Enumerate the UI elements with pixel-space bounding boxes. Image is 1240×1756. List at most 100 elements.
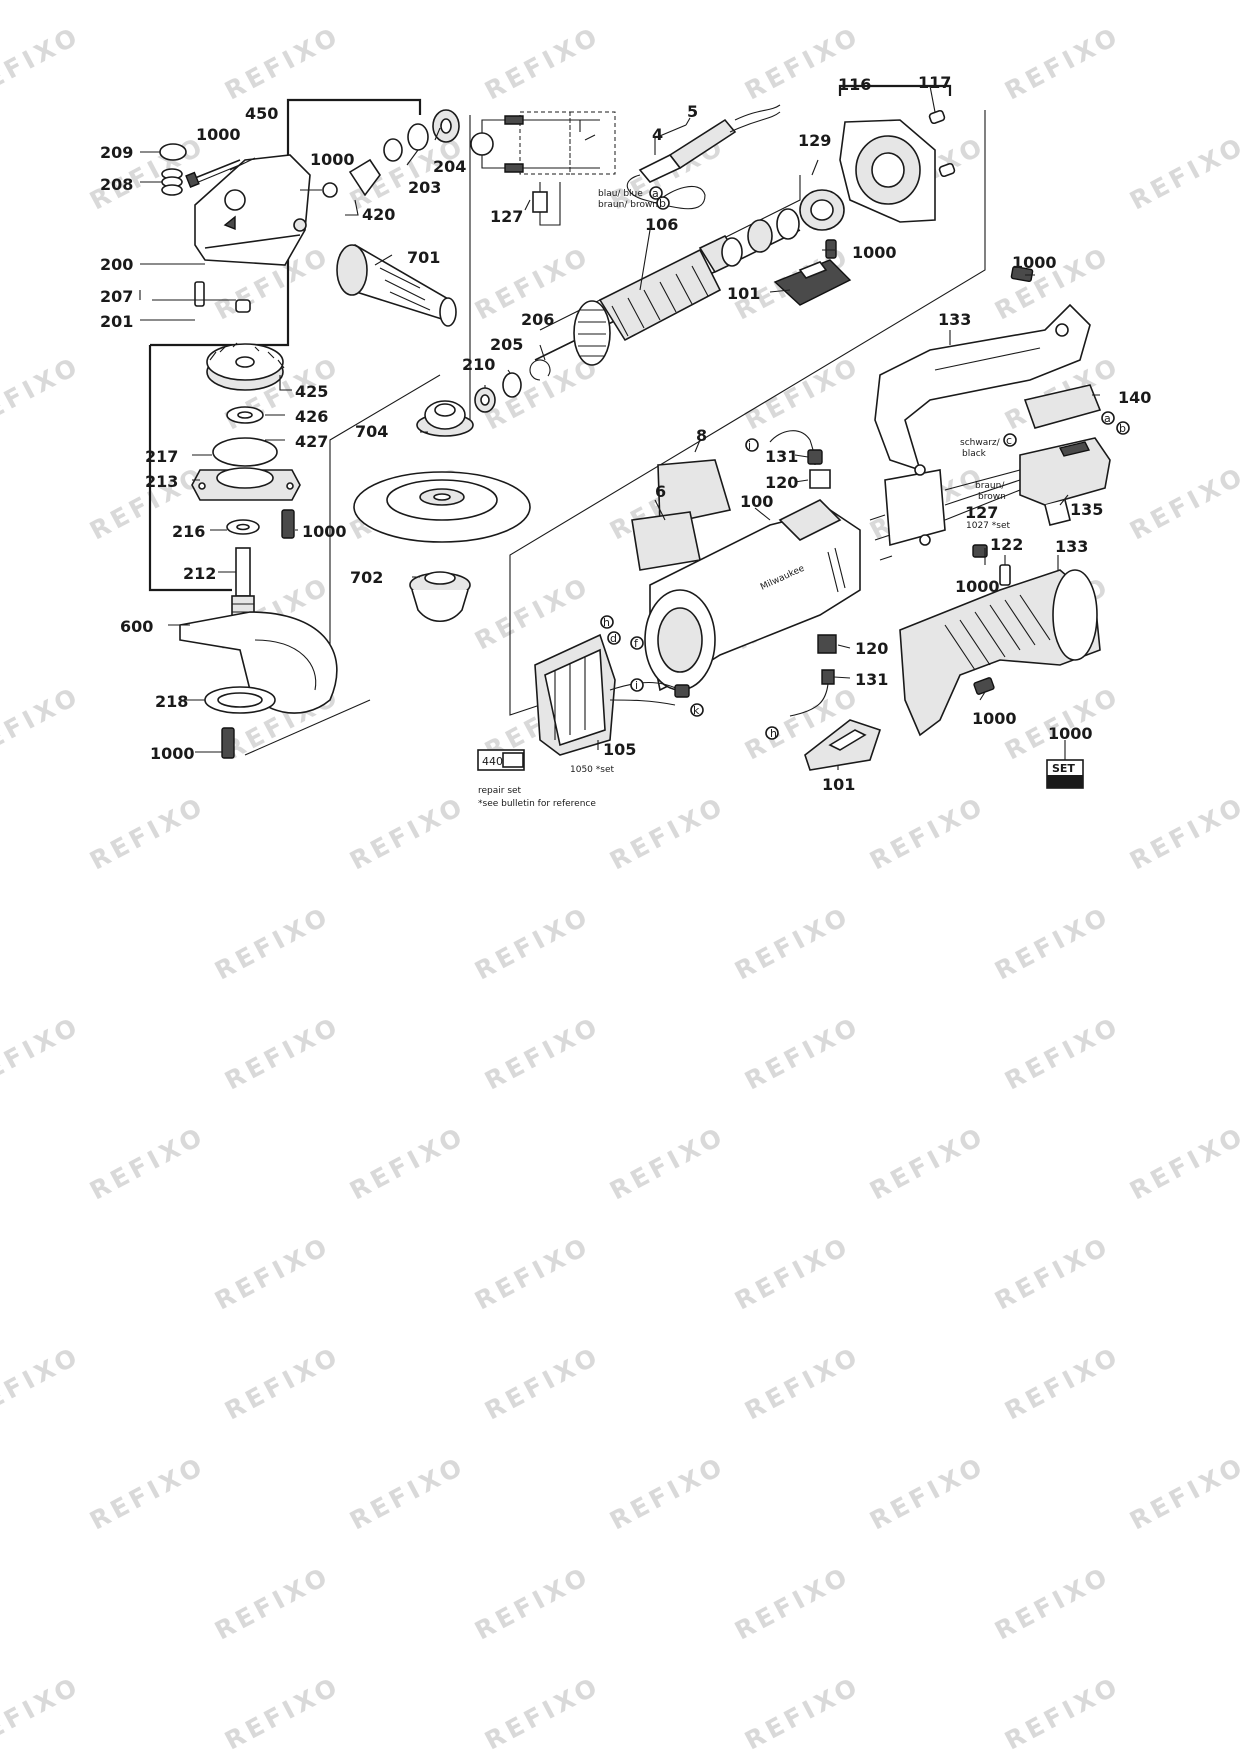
- screw-1000-handle: [1010, 265, 1034, 283]
- bearing-shaft-b: [747, 219, 773, 253]
- nut-1000: [322, 182, 338, 198]
- washer-205: [502, 372, 522, 398]
- set-box-label: SET: [1052, 762, 1075, 775]
- callout-131: 131: [765, 447, 798, 466]
- callout-122: 122: [990, 535, 1023, 554]
- pin-122: [999, 564, 1011, 586]
- ring-203: [407, 123, 429, 151]
- set-box: [1046, 759, 1084, 789]
- letter-d-field: d: [610, 632, 617, 645]
- connector-letters: a b i h d f i k c h a b: [600, 186, 1130, 740]
- rear-handle-133-bottom: [899, 569, 1101, 737]
- callout-1000: 1000: [310, 150, 355, 169]
- callout-127: 127: [965, 503, 998, 522]
- label-6: [631, 511, 701, 571]
- letter-f-field: f: [634, 637, 639, 650]
- callout-600: 600: [120, 617, 153, 636]
- note-repair-set: repair set: [478, 786, 522, 796]
- ring-203a: [383, 138, 403, 162]
- letter-h-field: h: [603, 616, 610, 629]
- callout-133: 133: [938, 310, 971, 329]
- callout-427: 427: [295, 432, 328, 451]
- plug-131-lower: [821, 669, 835, 685]
- letter-k-field: k: [693, 704, 700, 717]
- pinion-420: [348, 158, 381, 197]
- callout-206: 206: [521, 310, 554, 329]
- callout-217: 217: [145, 447, 178, 466]
- callout-135: 135: [1070, 500, 1103, 519]
- leader-lines: [139, 85, 1100, 770]
- repair-set-code: 440: [482, 755, 503, 768]
- callout-426: 426: [295, 407, 328, 426]
- note-braun2: braun/: [975, 481, 1005, 491]
- wheel-and-flanges: [353, 400, 531, 623]
- motor-housing-100: Milwaukee: [631, 459, 861, 692]
- callout-6: 6: [655, 482, 666, 501]
- pin-117a: [928, 109, 946, 125]
- repair-set-box: [477, 749, 525, 771]
- letter-i-lower: h: [770, 727, 777, 740]
- letter-a-switch: a: [1104, 412, 1111, 425]
- callout-1000: 1000: [1048, 724, 1093, 743]
- callout-120: 120: [855, 639, 888, 658]
- callout-1000: 1000: [150, 744, 195, 763]
- callout-116: 116: [838, 75, 871, 94]
- wiring-schematic: [470, 111, 616, 226]
- note-bulletin: *see bulletin for reference: [478, 799, 596, 809]
- callout-105: 105: [603, 740, 636, 759]
- callout-4: 4: [652, 125, 663, 144]
- circlip-206: [529, 359, 551, 381]
- screw-1000-lower: [972, 544, 988, 558]
- gear-head-assembly: [159, 109, 460, 759]
- callout-1000: 1000: [196, 125, 241, 144]
- callout-106: 106: [645, 215, 678, 234]
- callout-212: 212: [183, 564, 216, 583]
- callout-129: 129: [798, 131, 831, 150]
- schematic-resistor: [532, 191, 548, 213]
- callout-1000: 1000: [1012, 253, 1057, 272]
- callout-101: 101: [822, 775, 855, 794]
- callout-140: 140: [1118, 388, 1151, 407]
- note-schwarz: schwarz/: [960, 438, 1001, 448]
- note-blau-blue: blau/ blue: [598, 189, 643, 199]
- callout-210: 210: [462, 355, 495, 374]
- bearing-shaft-c: [776, 208, 800, 240]
- letter-h-plug: i: [748, 439, 751, 452]
- callout-1000: 1000: [955, 577, 1000, 596]
- callout-8: 8: [696, 426, 707, 445]
- screw-1000-flange: [281, 509, 295, 539]
- callout-101: 101: [727, 284, 760, 303]
- callout-1000: 1000: [852, 243, 897, 262]
- callout-704: 704: [355, 422, 388, 441]
- note-brown2: brown: [978, 492, 1006, 502]
- bearing-shaft-a: [721, 237, 743, 267]
- callout-208: 208: [100, 175, 133, 194]
- letter-c-switch: c: [1006, 434, 1012, 447]
- plug-120-lower: [817, 634, 837, 654]
- field-105: [534, 633, 690, 756]
- letter-b-switch: b: [1119, 422, 1126, 435]
- letter-i-field: i: [635, 679, 638, 692]
- callout-207: 207: [100, 287, 133, 306]
- screw-1000-bottom: [221, 727, 235, 759]
- pin-117b: [938, 162, 956, 178]
- screw-1000-lower-b: [973, 677, 995, 695]
- side-handle-701: [336, 244, 457, 327]
- letter-b-cord: b: [659, 197, 666, 210]
- callout-420: 420: [362, 205, 395, 224]
- bearing-plate-116: [839, 109, 956, 223]
- switch-wiring: [869, 464, 1021, 561]
- screw-1000-top: [185, 159, 243, 188]
- pin-207: [194, 281, 205, 307]
- switch-135: [1019, 437, 1111, 526]
- callout-425: 425: [295, 382, 328, 401]
- callout-200: 200: [100, 255, 133, 274]
- callout-1000: 1000: [302, 522, 347, 541]
- cap-209: [159, 143, 187, 161]
- bevel-gear-425: [206, 342, 285, 391]
- callout-133: 133: [1055, 537, 1088, 556]
- callout-450: 450: [245, 104, 278, 123]
- power-cord-assembly: [626, 104, 781, 210]
- callout-213: 213: [145, 472, 178, 491]
